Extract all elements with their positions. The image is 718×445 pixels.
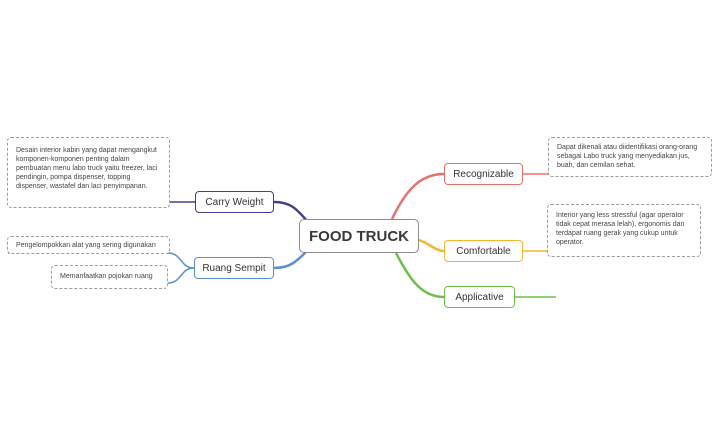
topic-applicative[interactable]: Applicative — [444, 286, 515, 308]
topic-ruang-sempit[interactable]: Ruang Sempit — [194, 257, 274, 279]
topic-recognizable[interactable]: Recognizable — [444, 163, 523, 185]
connector-recognizable — [390, 172, 445, 220]
topic-carry-weight[interactable]: Carry Weight — [195, 191, 274, 213]
central-topic-food-truck[interactable]: FOOD TRUCK — [299, 219, 419, 253]
connector-applicative — [394, 252, 445, 299]
note-recognizable: Dapat dikenali atau diidentifikasi orang… — [548, 137, 712, 177]
connector-memanfaatkan — [55, 267, 195, 284]
note-comfortable: Interior yang less stressful (agar opera… — [547, 204, 701, 257]
note-carry-weight: Desain interior kabin yang dapat mengang… — [7, 137, 170, 208]
note-pengelompokkan: Pengelompokkan alat yang sering digunaka… — [7, 236, 170, 254]
connector-comfortable — [418, 238, 445, 253]
note-memanfaatkan: Memanfaatkan pojokan ruang — [51, 265, 168, 289]
connector-carry-weight — [273, 200, 309, 223]
topic-comfortable[interactable]: Comfortable — [444, 240, 523, 262]
